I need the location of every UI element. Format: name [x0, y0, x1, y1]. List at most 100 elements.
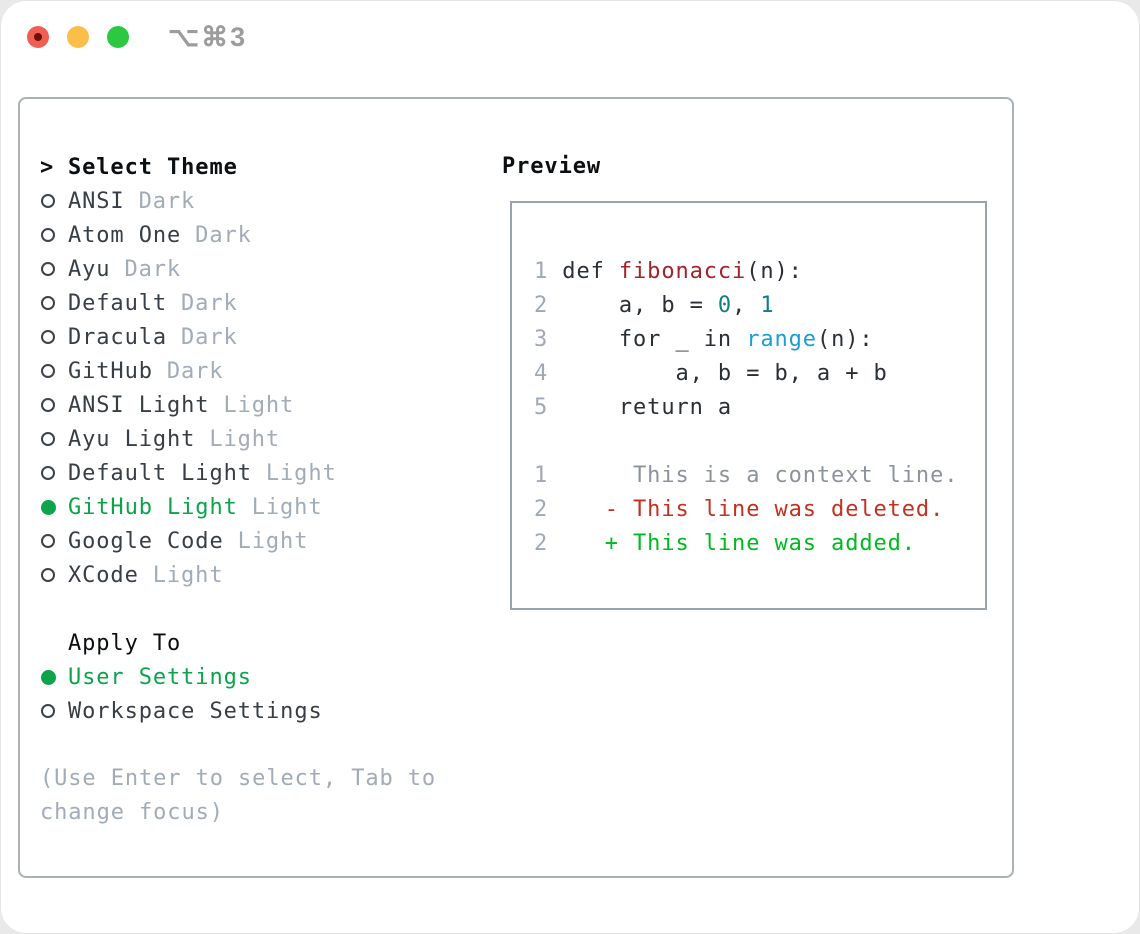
- code-line: 2 a, b = 0, 1: [534, 289, 958, 323]
- radio-indicator: [40, 398, 68, 412]
- token-ctx: This is a context line.: [548, 463, 959, 488]
- radio-icon: [41, 194, 55, 208]
- radio-icon: [41, 398, 55, 412]
- close-button[interactable]: [27, 26, 49, 48]
- code-line: 5 return a: [534, 391, 958, 425]
- theme-name: Dracula: [68, 324, 168, 350]
- unsaved-indicator-icon: [34, 33, 42, 41]
- radio-indicator: [40, 466, 68, 480]
- theme-option[interactable]: Default Dark: [40, 286, 337, 320]
- token-code: (n):: [746, 259, 803, 284]
- apply-to-name: User Settings: [68, 664, 252, 690]
- theme-name: GitHub: [68, 358, 153, 384]
- theme-variant-tag: Light: [251, 494, 323, 520]
- theme-name: Default Light: [68, 460, 252, 486]
- token-add: + This line was added.: [548, 531, 916, 556]
- radio-icon: [41, 568, 55, 582]
- token-code: (n):: [816, 327, 874, 352]
- window-title: ⌥⌘3: [168, 22, 248, 52]
- token-blt: range: [746, 327, 817, 352]
- token-code: a, b =: [548, 293, 718, 318]
- preview-diff: 1 This is a context line. 2 - This line w…: [534, 459, 958, 561]
- token-func: fibonacci: [618, 259, 747, 284]
- token-del: - This line was deleted.: [548, 497, 945, 522]
- radio-icon: [41, 330, 55, 344]
- theme-list-title: Select Theme: [68, 154, 238, 180]
- token-ln: 2: [534, 531, 549, 556]
- theme-option[interactable]: Default Light Light: [40, 456, 337, 490]
- radio-indicator: [40, 262, 68, 276]
- token-num: 1: [760, 293, 775, 318]
- radio-indicator: [40, 330, 68, 344]
- theme-name: Ayu: [68, 256, 111, 282]
- theme-name: ANSI: [68, 188, 125, 214]
- titlebar: [27, 26, 129, 48]
- theme-list-header: > Select Theme: [40, 150, 337, 184]
- radio-indicator: [40, 228, 68, 242]
- zoom-button[interactable]: [107, 26, 129, 48]
- token-ln: 3: [534, 327, 549, 352]
- token-num: 0: [717, 293, 733, 318]
- radio-icon: [41, 466, 55, 480]
- radio-icon: [41, 296, 55, 310]
- theme-variant-tag: Dark: [195, 222, 252, 248]
- apply-to-option[interactable]: Workspace Settings: [40, 694, 323, 728]
- radio-indicator: [40, 499, 68, 515]
- token-ln: 1: [534, 259, 549, 284]
- theme-variant-tag: Light: [223, 392, 295, 418]
- theme-variant-tag: Light: [152, 562, 224, 588]
- token-ln: 4: [534, 361, 549, 386]
- radio-icon: [41, 228, 55, 242]
- theme-option[interactable]: Dracula Dark: [40, 320, 337, 354]
- code-line: 3 for _ in range(n):: [534, 323, 958, 357]
- radio-selected-icon: [41, 499, 56, 515]
- radio-indicator: [40, 432, 68, 446]
- diff-line: 2 + This line was added.: [534, 527, 958, 561]
- diff-line: 1 This is a context line.: [534, 459, 958, 493]
- radio-indicator: [40, 364, 68, 378]
- theme-name: Google Code: [68, 528, 224, 554]
- radio-icon: [41, 432, 55, 446]
- token-ln: 2: [534, 293, 549, 318]
- theme-name: Atom One: [68, 222, 182, 248]
- token-ln: 2: [534, 497, 549, 522]
- radio-indicator: [40, 568, 68, 582]
- token-code: return a: [548, 395, 733, 420]
- radio-selected-icon: [41, 669, 56, 685]
- theme-option[interactable]: GitHub Dark: [40, 354, 337, 388]
- radio-indicator: [40, 669, 68, 685]
- radio-icon: [41, 704, 55, 718]
- code-line: 4 a, b = b, a + b: [534, 357, 958, 391]
- token-code: def: [548, 259, 619, 284]
- preview-title: Preview: [502, 154, 602, 179]
- theme-option[interactable]: Atom One Dark: [40, 218, 337, 252]
- theme-variant-tag: Dark: [166, 358, 224, 384]
- radio-indicator: [40, 194, 68, 208]
- radio-icon: [41, 262, 55, 276]
- token-ln: 5: [534, 395, 549, 420]
- apply-to-name: Workspace Settings: [68, 698, 323, 724]
- radio-icon: [41, 364, 55, 378]
- theme-variant-tag: Dark: [181, 324, 238, 350]
- minimize-button[interactable]: [67, 26, 89, 48]
- theme-name: Ayu Light: [68, 426, 196, 452]
- theme-variant-tag: Dark: [181, 290, 238, 316]
- apply-to-header: Apply To: [40, 626, 323, 660]
- theme-name: Default: [68, 290, 168, 316]
- apply-to-option[interactable]: User Settings: [40, 660, 323, 694]
- radio-indicator: [40, 534, 68, 548]
- theme-variant-tag: Light: [265, 460, 337, 486]
